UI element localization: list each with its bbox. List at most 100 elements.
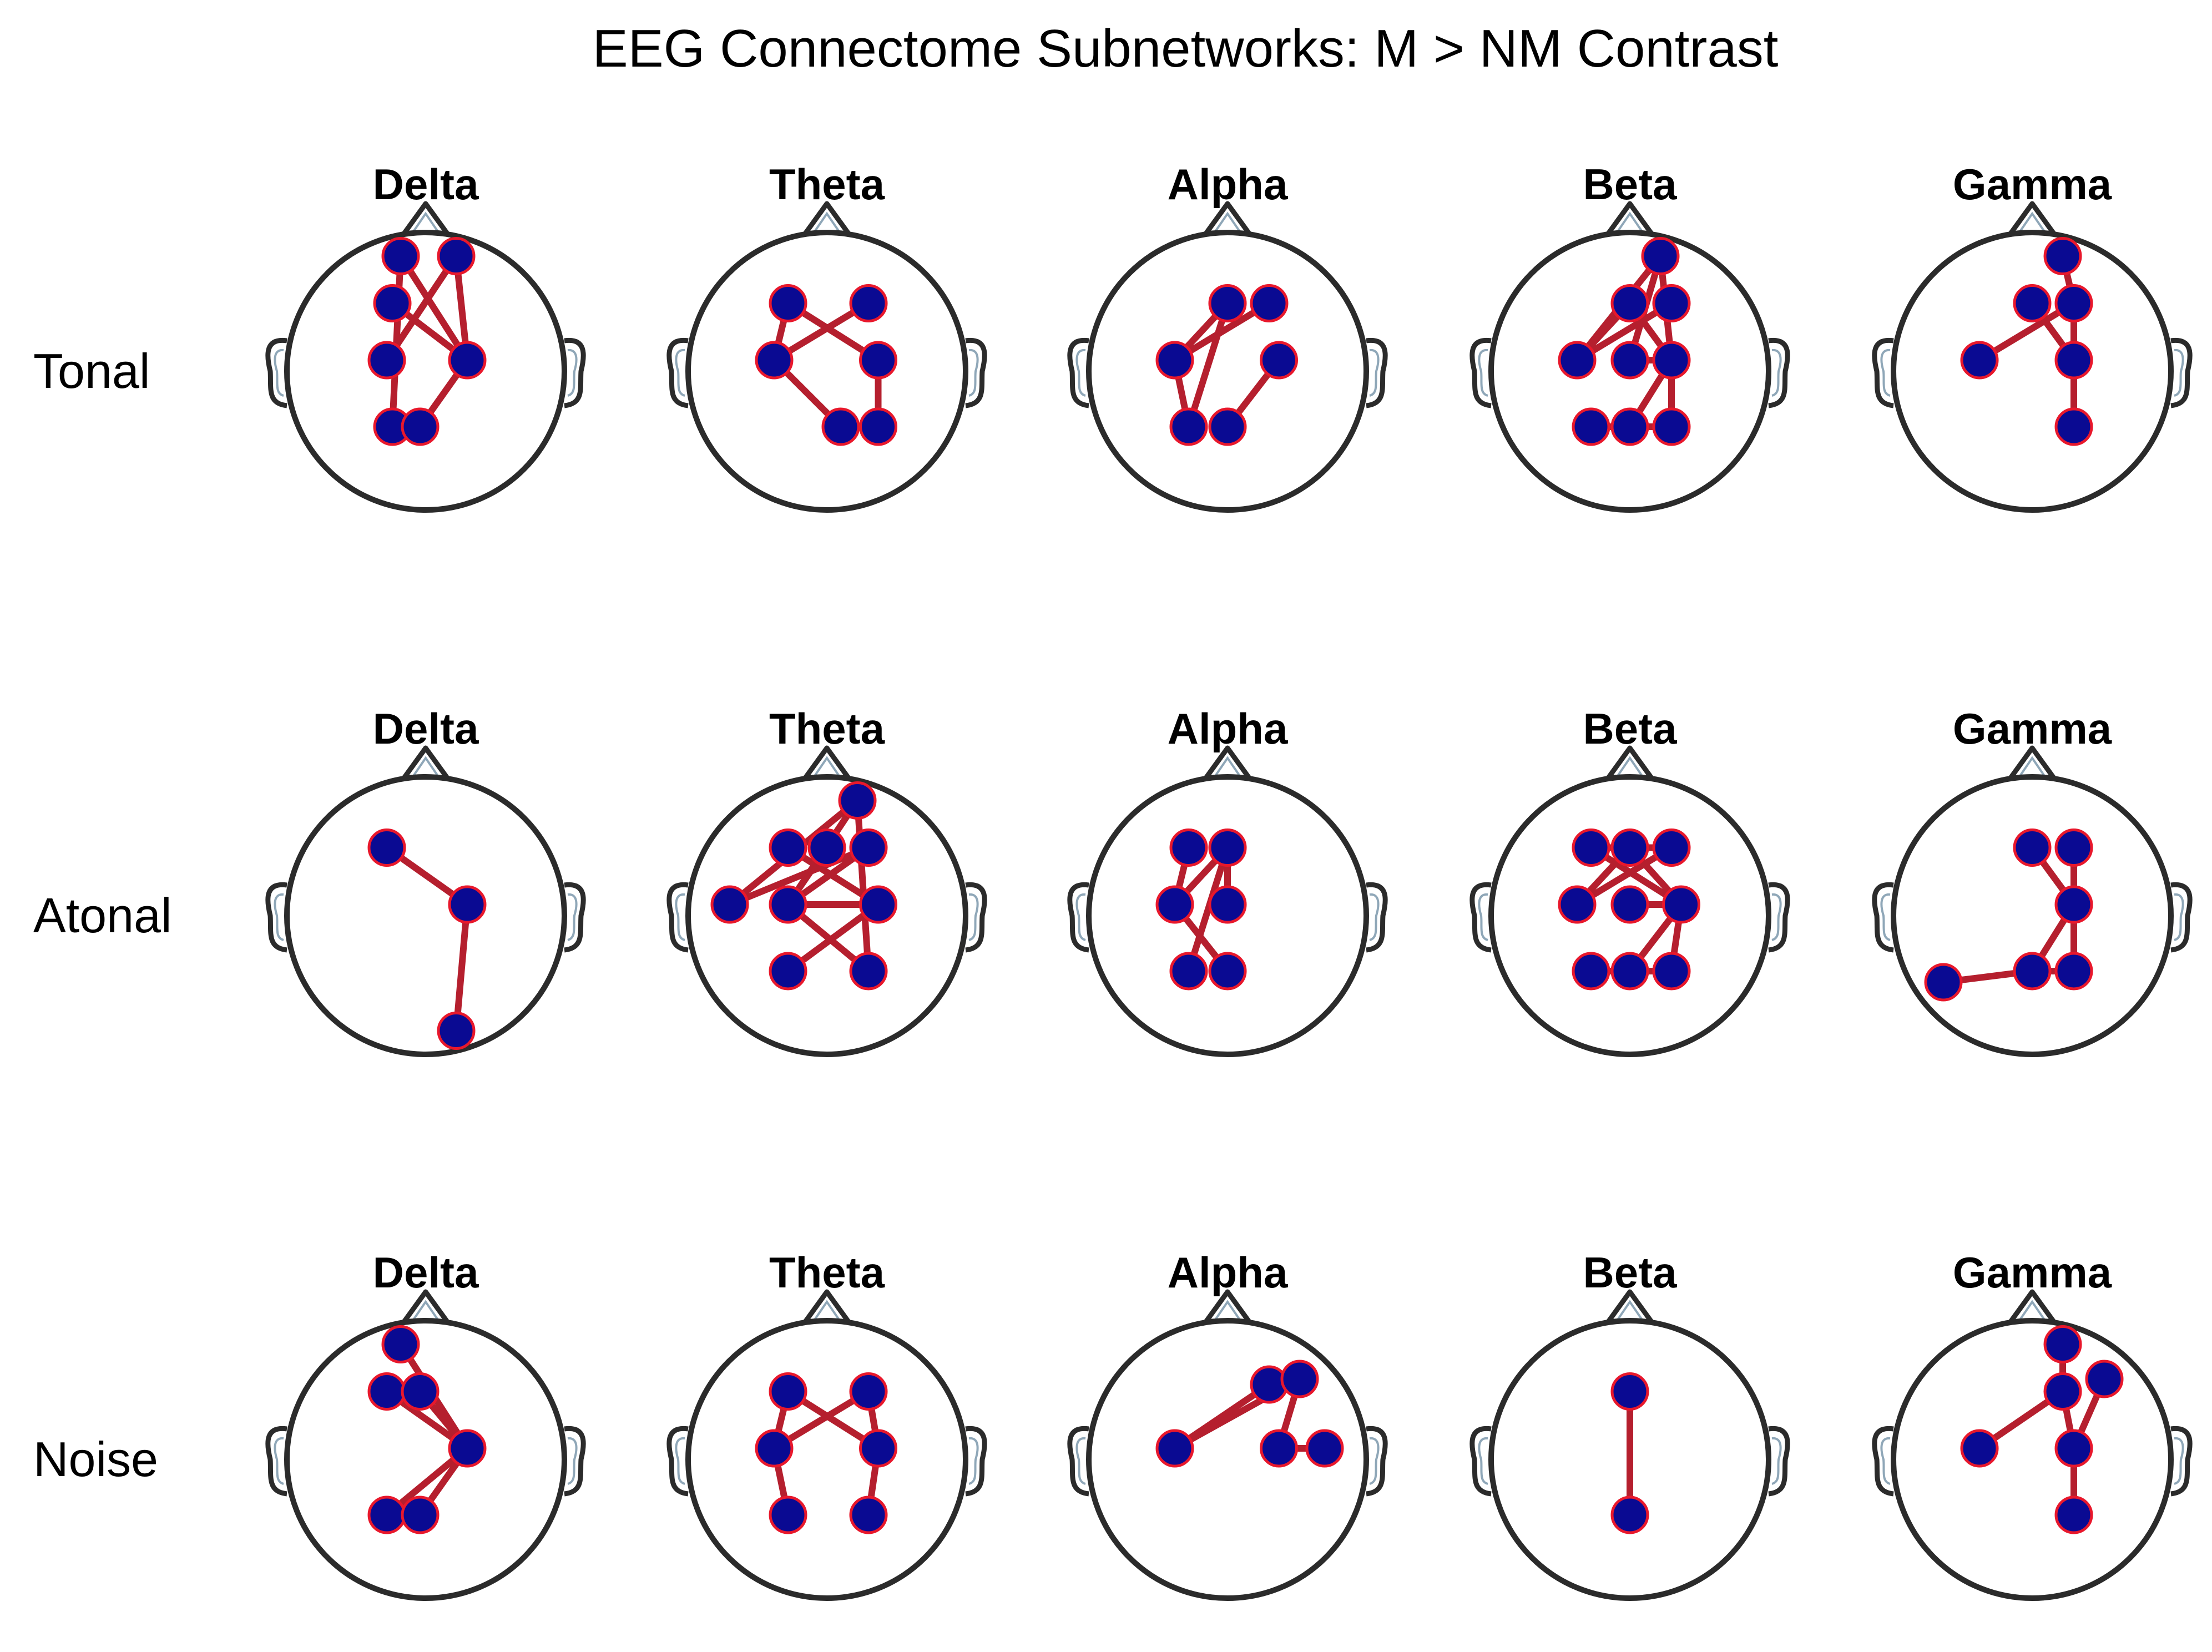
head-outline [265,1289,586,1601]
electrode-node [859,1429,897,1468]
left-ear-icon [666,1426,689,1497]
electrode-node [1208,407,1247,446]
electrode-node [401,407,440,446]
nose-icon [2007,201,2058,238]
panel-tonal-delta: Delta [265,160,586,513]
nose-icon [1604,201,1655,238]
electrode-node [755,1429,794,1468]
connection-edge [1185,844,1231,974]
right-ear-icon [564,882,586,953]
electrode-node [2013,828,2052,867]
nose-inner-line [2017,211,2048,236]
electrode-node [1652,828,1691,867]
electrode-node [849,1372,888,1411]
right-ear-icon [1366,337,1388,408]
left-ear-icon [265,882,287,953]
nodes [1155,284,1298,446]
nose-icon [801,745,852,782]
head-outline [1067,201,1388,513]
electrode-node [2054,407,2093,446]
electrode-node [2013,952,2052,991]
nose-inner-line [2017,1300,2048,1324]
nose-icon [1202,201,1253,238]
electrode-node [1641,237,1680,275]
nodes [1558,828,1700,991]
electrode-node [1610,952,1649,991]
band-label: Beta [1583,704,1677,753]
electrode-node [769,284,807,322]
scalp-circle [1891,230,2174,513]
electrode-node [1250,284,1289,322]
panel-tonal-theta: Theta [666,160,987,513]
electrode-node [1960,1429,1999,1468]
electrode-node [367,1496,406,1534]
nodes [367,828,487,1050]
panel-tonal-beta: Beta [1469,160,1790,513]
head-outline [1872,1289,2193,1601]
electrode-node [1610,1496,1649,1534]
electrode-node [1652,407,1691,446]
nodes [710,781,897,991]
head-outline [1872,201,2193,513]
electrode-node [381,1325,420,1363]
electrode-node [367,1372,406,1411]
head-outline [1872,745,2193,1057]
nose-inner-line [2017,756,2048,780]
left-ear-icon [666,337,689,408]
electrode-node [1610,407,1649,446]
panel-noise-beta: Beta [1469,1248,1790,1601]
panel-noise-gamma: Gamma [1872,1248,2193,1601]
connection-edge [726,844,872,908]
nose-icon [1202,745,1253,782]
band-label: Beta [1583,160,1677,209]
nose-inner-line [811,1300,842,1324]
electrode-node [769,885,807,924]
panel-tonal-alpha: Alpha [1067,160,1388,513]
electrode-node [1169,952,1208,991]
connection-edge [854,797,872,974]
connection-edge [397,252,471,363]
electrode-node [769,952,807,991]
nose-inner-line [1614,211,1645,236]
left-ear-icon [1067,882,1089,953]
electrode-node [1208,952,1247,991]
electrode-node [1208,284,1247,322]
left-ear-icon [1067,337,1089,408]
nose-icon [1202,1289,1253,1326]
connection-edge [1185,300,1231,430]
electrode-node [373,284,412,322]
left-ear-icon [265,1426,287,1497]
scalp-circle [685,1318,968,1601]
left-ear-icon [1872,337,1894,408]
electrode-node [1305,1429,1344,1468]
electrode-node [1652,284,1691,322]
left-ear-icon [265,337,287,408]
nodes [367,237,487,446]
left-ear-icon [1872,882,1894,953]
right-ear-icon [564,1426,586,1497]
electrode-node [859,341,897,380]
connection-edge [389,252,404,430]
right-ear-icon [965,1426,987,1497]
electrode-node [755,341,794,380]
electrode-node [448,1429,487,1468]
left-ear-icon [1469,882,1492,953]
electrode-node [1169,828,1208,867]
panel-atonal-delta: Delta [265,704,586,1057]
nose-inner-line [1212,756,1243,780]
band-label: Delta [373,1248,479,1297]
electrode-node [1960,341,1999,380]
connection-edge [453,901,471,1034]
left-ear-icon [1067,1426,1089,1497]
nodes [1610,1372,1649,1534]
electrode-node [849,284,888,322]
head-outline [666,201,987,513]
nose-inner-line [410,211,441,236]
row-label: Tonal [33,343,150,398]
panel-noise-delta: Delta [265,1248,586,1601]
electrode-node [1652,952,1691,991]
left-ear-icon [1469,1426,1492,1497]
